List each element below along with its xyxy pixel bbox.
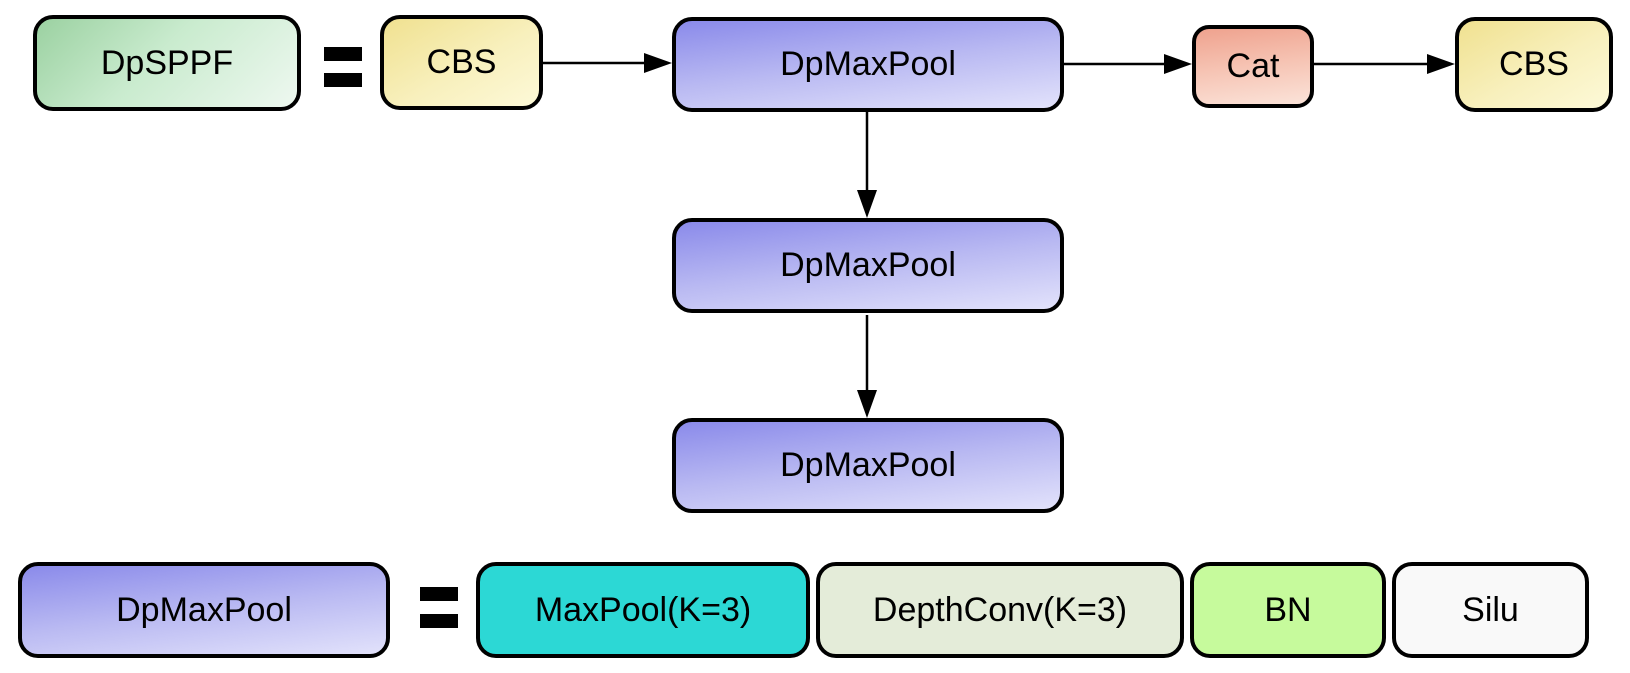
node-bn: BN <box>1190 562 1386 658</box>
node-maxpool-label: MaxPool(K=3) <box>534 590 752 629</box>
node-cbs-out: CBS <box>1455 17 1613 112</box>
node-depthconv-label: DepthConv(K=3) <box>872 590 1128 629</box>
arrow-dpmaxpool1-to-dpmaxpool2 <box>857 112 877 218</box>
node-dpmaxpool-3: DpMaxPool <box>672 418 1064 513</box>
node-dpsppf: DpSPPF <box>33 15 301 111</box>
node-dpmaxpool-2: DpMaxPool <box>672 218 1064 313</box>
equals-bar-bottom <box>324 73 362 87</box>
node-cbs-in-label: CBS <box>426 43 497 81</box>
node-dpmaxpool-3-label: DpMaxPool <box>780 446 956 484</box>
equals-operator-icon-1 <box>324 47 362 87</box>
equals-bar-bottom <box>420 614 458 628</box>
node-dpmaxpool-lhs: DpMaxPool <box>18 562 390 658</box>
node-cbs-in: CBS <box>380 15 543 110</box>
node-silu-label: Silu <box>1462 590 1519 629</box>
equals-bar-top <box>420 587 458 601</box>
node-cat-label: Cat <box>1226 47 1280 85</box>
node-cat: Cat <box>1192 25 1314 108</box>
arrow-dpmaxpool2-to-dpmaxpool3 <box>857 315 877 418</box>
arrow-cat-to-cbs <box>1314 54 1455 74</box>
arrow-cbs-to-dpmaxpool <box>543 53 672 73</box>
node-cbs-out-label: CBS <box>1499 45 1569 83</box>
node-dpsppf-label: DpSPPF <box>100 43 234 82</box>
node-dpmaxpool-2-label: DpMaxPool <box>780 246 956 284</box>
arrow-dpmaxpool-to-cat <box>1064 54 1192 74</box>
node-depthconv: DepthConv(K=3) <box>816 562 1184 658</box>
equals-operator-icon-2 <box>420 587 458 628</box>
node-bn-label: BN <box>1264 590 1312 629</box>
node-dpmaxpool-1-label: DpMaxPool <box>780 45 956 83</box>
node-dpmaxpool-lhs-label: DpMaxPool <box>116 590 292 629</box>
node-dpmaxpool-1: DpMaxPool <box>672 17 1064 112</box>
node-maxpool: MaxPool(K=3) <box>476 562 810 658</box>
node-silu: Silu <box>1392 562 1589 658</box>
equals-bar-top <box>324 47 362 61</box>
